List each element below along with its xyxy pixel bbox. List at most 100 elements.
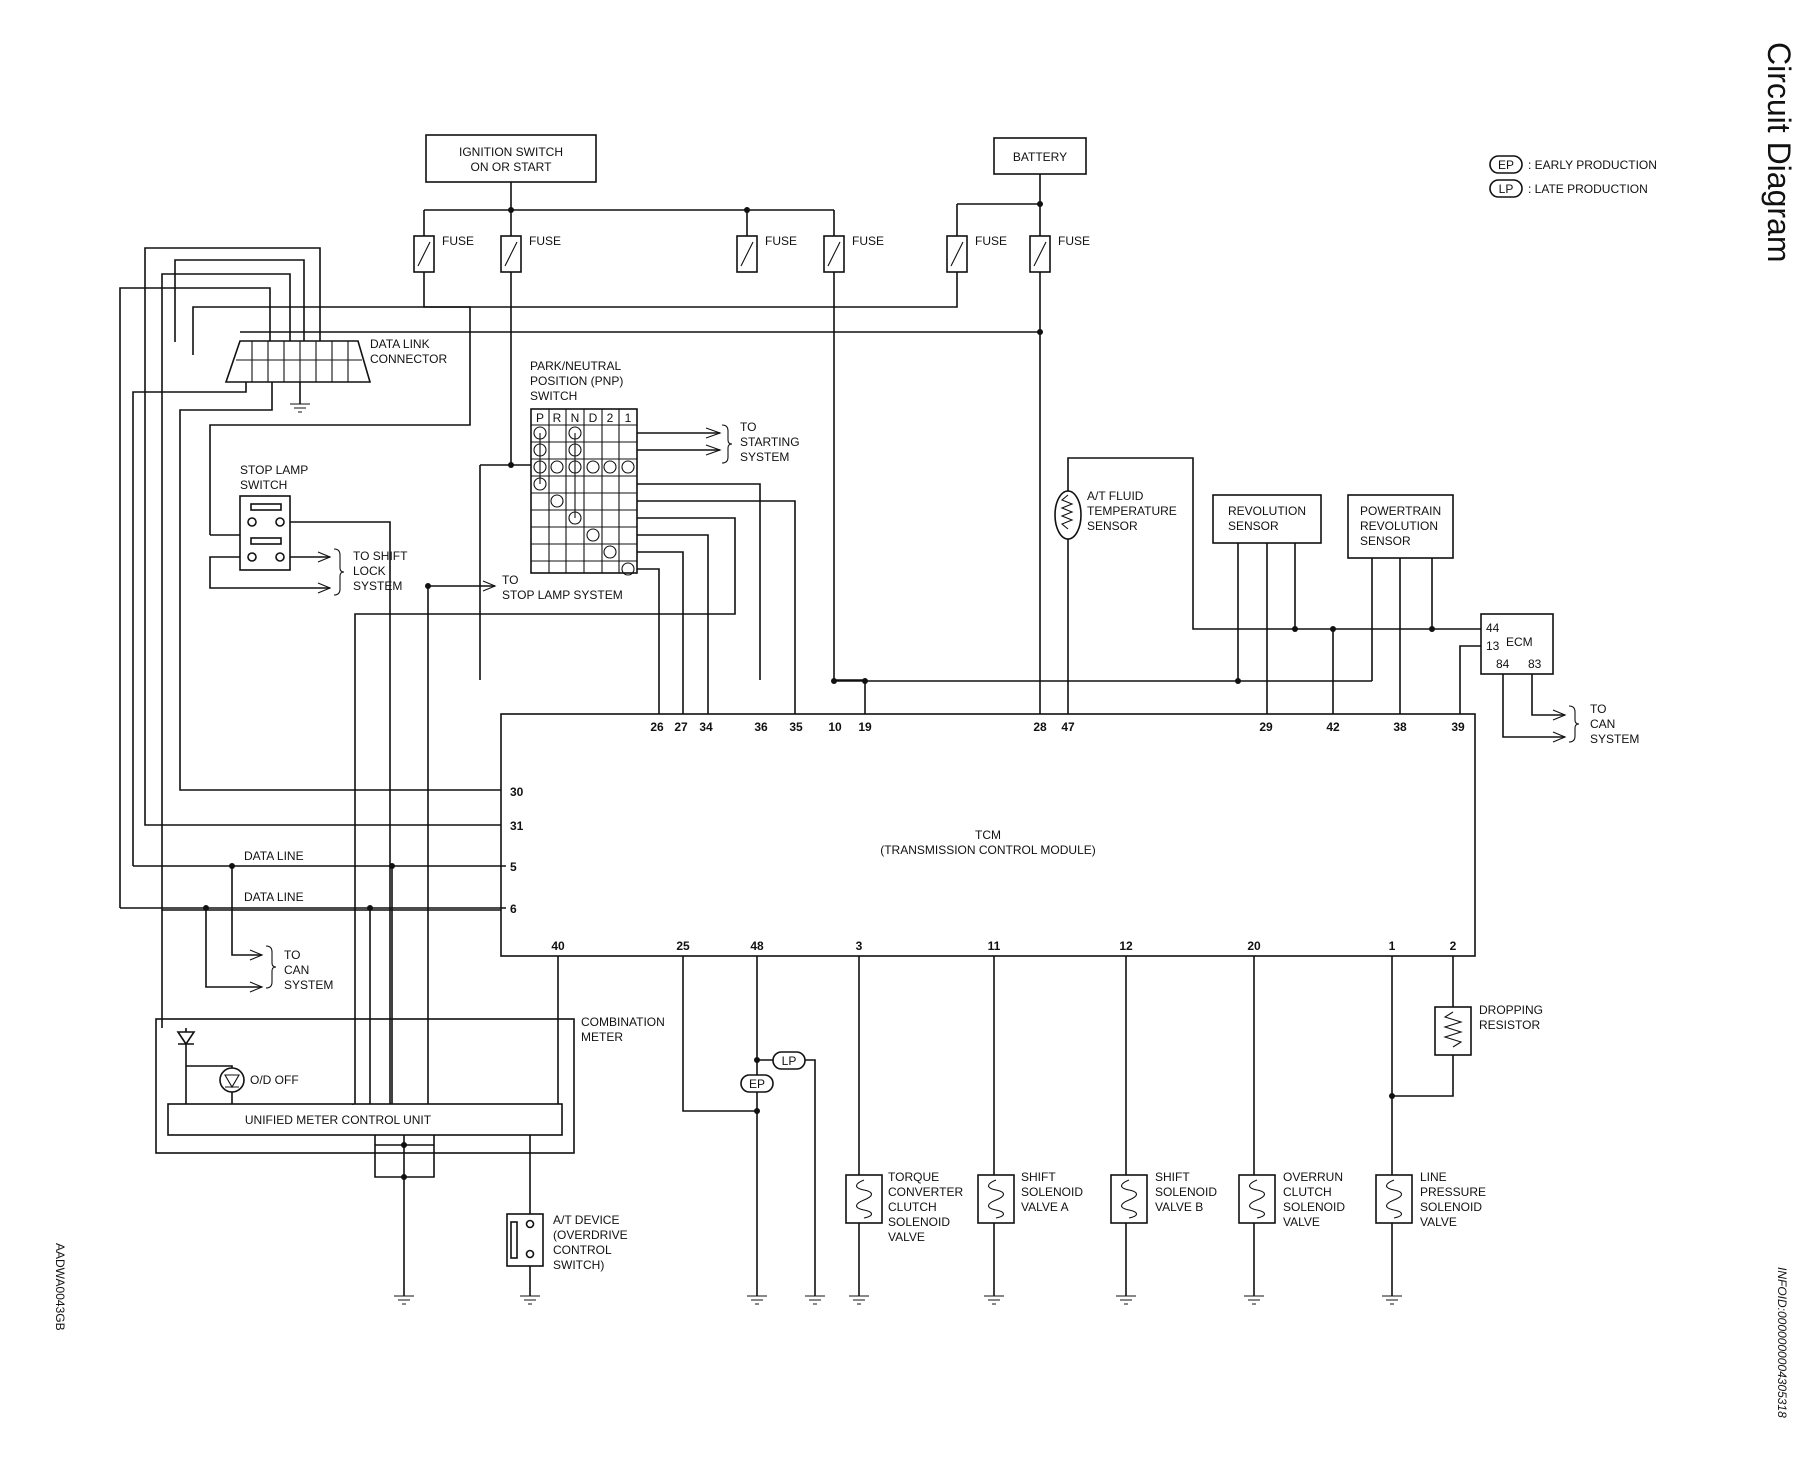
- fluid-temp-sensor: A/T FLUID TEMPERATURE SENSOR: [1054, 489, 1177, 540]
- stop-lamp-label-1: STOP LAMP: [240, 463, 308, 477]
- at-device-label-1: A/T DEVICE: [553, 1213, 619, 1227]
- pnp-switch: PARK/NEUTRAL POSITION (PNP) SWITCH P R N…: [530, 359, 638, 576]
- solenoid-overrun: OVERRUN CLUTCH SOLENOID VALVE: [1238, 1170, 1345, 1229]
- sol-tcc-1: TORQUE: [888, 1170, 939, 1184]
- od-off-label: O/D OFF: [250, 1073, 299, 1087]
- rev-sensor-label-1: REVOLUTION: [1228, 504, 1306, 518]
- to-starting-2: STARTING: [740, 435, 800, 449]
- tcm-pin-35: 35: [789, 720, 803, 734]
- to-shift-lock-2: LOCK: [353, 564, 386, 578]
- legend-lp-text: : LATE PRODUCTION: [1528, 182, 1648, 196]
- tcm-pin-34: 34: [699, 720, 713, 734]
- pt-rev-label-2: REVOLUTION: [1360, 519, 1438, 533]
- tcm-pin-6: 6: [510, 902, 517, 916]
- ecm-box: 44 13 ECM 84 83: [1480, 613, 1554, 675]
- fuse-6-label: FUSE: [1058, 234, 1090, 248]
- fuse-1-label: FUSE: [442, 234, 474, 248]
- tcm-label-2: (TRANSMISSION CONTROL MODULE): [880, 843, 1096, 857]
- sol-b-1: SHIFT: [1155, 1170, 1190, 1184]
- ecm-pin-83: 83: [1528, 657, 1542, 671]
- pnp-col-r: R: [553, 411, 562, 425]
- pnp-label-1: PARK/NEUTRAL: [530, 359, 621, 373]
- side-code-left: AADWA0043GB: [53, 1243, 67, 1331]
- tcm-pin-20: 20: [1247, 939, 1261, 953]
- tcm-pin-29: 29: [1259, 720, 1273, 734]
- at-device-label-2: (OVERDRIVE: [553, 1228, 628, 1242]
- data-line-label-2: DATA LINE: [244, 890, 304, 904]
- tcm-pin-12: 12: [1119, 939, 1133, 953]
- combination-meter: COMBINATION METER UNIFIED METER CONTROL …: [155, 1015, 665, 1154]
- rev-sensor-label-2: SENSOR: [1228, 519, 1279, 533]
- legend-ep-code: EP: [1498, 158, 1514, 172]
- fuse-3: FUSE: [736, 234, 797, 273]
- at-device-label-3: CONTROL: [553, 1243, 612, 1257]
- tcm-pin-27: 27: [674, 720, 688, 734]
- sol-tcc-2: CONVERTER: [888, 1185, 963, 1199]
- pnp-col-n: N: [571, 411, 580, 425]
- to-can-right-1: TO: [1590, 702, 1606, 716]
- pt-rev-label-1: POWERTRAIN: [1360, 504, 1441, 518]
- to-can-left-3: SYSTEM: [284, 978, 333, 992]
- sol-lp-1: LINE: [1420, 1170, 1447, 1184]
- pnp-col-2: 2: [607, 411, 614, 425]
- dropping-resistor-label-2: RESISTOR: [1479, 1018, 1540, 1032]
- to-can-left-1: TO: [284, 948, 300, 962]
- sol-lp-2: PRESSURE: [1420, 1185, 1486, 1199]
- sol-b-3: VALVE B: [1155, 1200, 1203, 1214]
- solenoid-tcc: TORQUE CONVERTER CLUTCH SOLENOID VALVE: [845, 1170, 963, 1244]
- sol-a-2: SOLENOID: [1021, 1185, 1083, 1199]
- tcm-pin-26: 26: [650, 720, 664, 734]
- ecm-pin-84: 84: [1496, 657, 1510, 671]
- at-device-label-4: SWITCH): [553, 1258, 604, 1272]
- dropping-resistor-label-1: DROPPING: [1479, 1003, 1543, 1017]
- tcm-top-pins: 26 27 34 36 35 10 19 28 47 29 42 38 39: [650, 720, 1465, 734]
- fuse-2: FUSE: [500, 234, 561, 273]
- to-stop-lamp-2: STOP LAMP SYSTEM: [502, 588, 623, 602]
- stop-lamp-switch: STOP LAMP SWITCH: [239, 463, 308, 571]
- sol-overrun-2: CLUTCH: [1283, 1185, 1332, 1199]
- battery-box: BATTERY: [993, 137, 1087, 175]
- tcm-pin-5: 5: [510, 860, 517, 874]
- fuse-5: FUSE: [946, 234, 1007, 273]
- dlc-label-2: CONNECTOR: [370, 352, 447, 366]
- dlc-label-1: DATA LINK: [370, 337, 430, 351]
- solenoid-shift-b: SHIFT SOLENOID VALVE B: [1110, 1170, 1217, 1224]
- tcm-pin-25: 25: [676, 939, 690, 953]
- pnp-col-d: D: [589, 411, 598, 425]
- ep-badge: EP: [749, 1077, 765, 1091]
- combo-meter-label-2: METER: [581, 1030, 623, 1044]
- tcm-pin-40: 40: [551, 939, 565, 953]
- fuse-6: FUSE: [1029, 234, 1090, 273]
- fluid-sensor-label-3: SENSOR: [1087, 519, 1138, 533]
- ignition-switch-box: IGNITION SWITCH ON OR START: [425, 134, 597, 183]
- fuse-1: FUSE: [413, 234, 474, 273]
- sol-lp-4: VALVE: [1420, 1215, 1457, 1229]
- data-line-label-1: DATA LINE: [244, 849, 304, 863]
- ep-lp-badges: EP LP: [740, 1051, 806, 1093]
- tcm-bottom-pins: 40 25 48 3 11 12 20 1 2: [551, 939, 1456, 953]
- tcm-pin-36: 36: [754, 720, 768, 734]
- sol-overrun-3: SOLENOID: [1283, 1200, 1345, 1214]
- legend-ep-text: : EARLY PRODUCTION: [1528, 158, 1657, 172]
- tcm-pin-48: 48: [750, 939, 764, 953]
- sol-lp-3: SOLENOID: [1420, 1200, 1482, 1214]
- sol-b-2: SOLENOID: [1155, 1185, 1217, 1199]
- sol-tcc-5: VALVE: [888, 1230, 925, 1244]
- sol-overrun-1: OVERRUN: [1283, 1170, 1343, 1184]
- tcm-pin-28: 28: [1033, 720, 1047, 734]
- tcm-pin-42: 42: [1326, 720, 1340, 734]
- fuses: FUSE FUSE FUSE FUSE FUSE FUSE: [413, 234, 1090, 273]
- lp-badge: LP: [782, 1054, 797, 1068]
- fuse-5-label: FUSE: [975, 234, 1007, 248]
- tcm-pin-39: 39: [1451, 720, 1465, 734]
- solenoid-line-pressure: LINE PRESSURE SOLENOID VALVE: [1375, 1170, 1486, 1229]
- tcm-pin-2: 2: [1450, 939, 1457, 953]
- tcm-pin-11: 11: [988, 939, 1001, 953]
- fluid-sensor-label-2: TEMPERATURE: [1087, 504, 1177, 518]
- revolution-sensor: REVOLUTION SENSOR: [1212, 494, 1322, 544]
- fuse-4-label: FUSE: [852, 234, 884, 248]
- battery-label: BATTERY: [1013, 150, 1067, 164]
- to-stop-lamp-1: TO: [502, 573, 518, 587]
- to-can-right-2: CAN: [1590, 717, 1615, 731]
- side-code-right: INFOID:0000000004305318: [1775, 1267, 1789, 1418]
